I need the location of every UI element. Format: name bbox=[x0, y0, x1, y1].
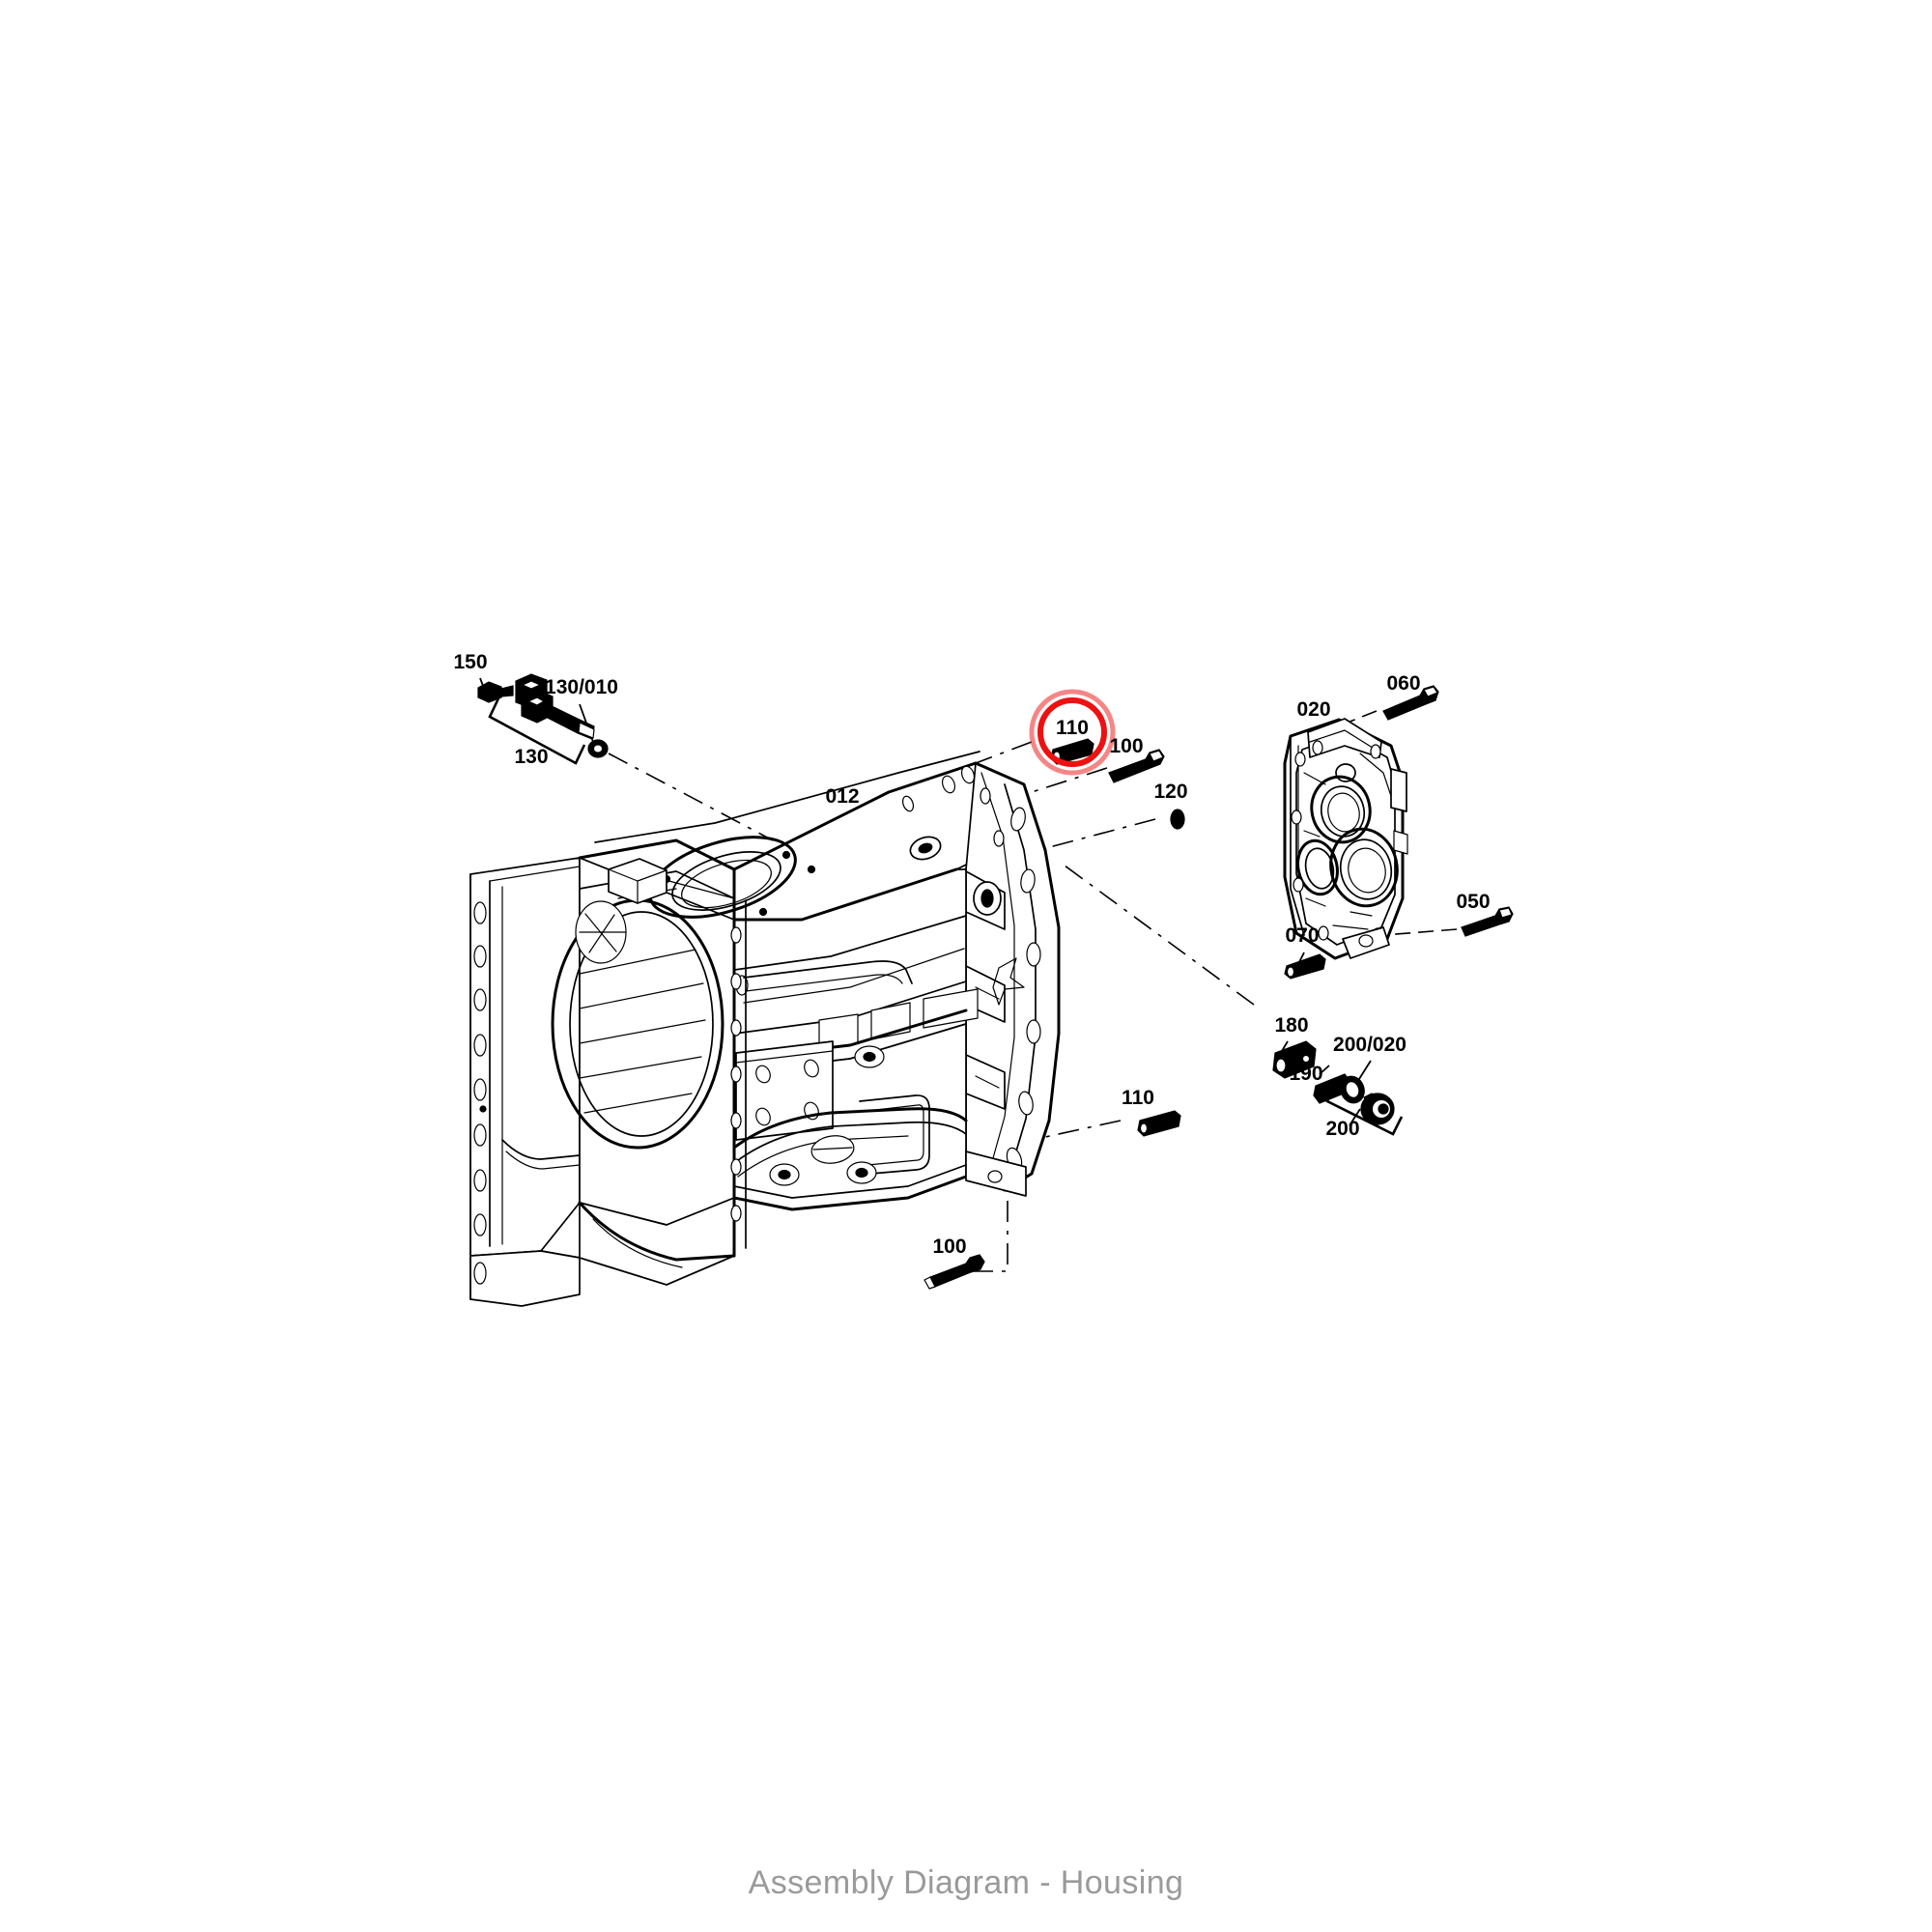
leader-150-tick bbox=[479, 677, 484, 687]
part-060-hex-bolt bbox=[1382, 685, 1439, 721]
leader-200-tick bbox=[1349, 1108, 1361, 1126]
housing-lower-left bbox=[469, 1139, 736, 1307]
housing-center-rib bbox=[730, 867, 747, 1258]
callout-label-180: 180 bbox=[1274, 1014, 1308, 1037]
callout-label-120: 120 bbox=[1153, 781, 1187, 803]
part-100-hex-bolt-bottom bbox=[923, 1254, 985, 1290]
callout-label-110-top: 110 bbox=[1056, 717, 1089, 739]
part-110-dowel-pin-bottom bbox=[1137, 1110, 1181, 1137]
leader-110-top bbox=[975, 741, 1033, 764]
part-100-hex-bolt-top bbox=[1108, 749, 1165, 783]
leader-190-tick bbox=[1319, 1065, 1330, 1075]
callout-label-130-010: 130/010 bbox=[545, 676, 618, 698]
highlight-ring-110 bbox=[1029, 689, 1116, 776]
part-130-breather-valve bbox=[515, 673, 595, 740]
leader-130 bbox=[608, 753, 774, 841]
callout-label-200-020: 200/020 bbox=[1333, 1034, 1406, 1056]
leader-180-tick bbox=[1281, 1040, 1289, 1052]
leader-110-bottom bbox=[1044, 1120, 1122, 1138]
callout-label-012: 012 bbox=[825, 785, 859, 808]
part-020-cover-plate bbox=[1283, 718, 1408, 960]
part-130-010-seal-ring bbox=[587, 739, 609, 758]
part-050-hex-bolt bbox=[1461, 906, 1514, 937]
callout-label-150: 150 bbox=[453, 651, 487, 673]
callout-label-190: 190 bbox=[1289, 1063, 1322, 1085]
housing-lower-plate bbox=[732, 1023, 1027, 1211]
part-200-sensor bbox=[1360, 1093, 1395, 1125]
part-012-housing-main bbox=[469, 751, 1061, 1307]
leader-200-020-tick bbox=[1358, 1060, 1372, 1080]
callout-label-200: 200 bbox=[1325, 1118, 1359, 1140]
housing-right-wall bbox=[965, 761, 1061, 1192]
part-070-dowel-pin bbox=[1284, 953, 1326, 980]
bracket-130 bbox=[488, 697, 586, 765]
callout-label-110-bot: 110 bbox=[1122, 1087, 1154, 1109]
leader-020-to-housing bbox=[1060, 862, 1255, 1006]
leader-060 bbox=[1324, 710, 1378, 732]
housing-top-right-bosses bbox=[901, 765, 1005, 916]
leader-070-tick bbox=[1298, 952, 1305, 963]
part-180-sleeve bbox=[1272, 1040, 1317, 1079]
callout-label-070: 070 bbox=[1285, 924, 1319, 947]
callout-label-100-top: 100 bbox=[1109, 735, 1143, 757]
part-200-020-o-ring bbox=[1340, 1075, 1365, 1104]
callout-label-050: 050 bbox=[1456, 891, 1490, 913]
callout-label-020: 020 bbox=[1296, 698, 1330, 721]
callout-label-060: 060 bbox=[1386, 672, 1420, 695]
part-120-ball-plug bbox=[1170, 809, 1185, 830]
diagram-caption: Assembly Diagram - Housing bbox=[748, 1864, 1184, 1901]
leader-100-bottom bbox=[972, 1181, 1027, 1272]
part-150-plug bbox=[477, 681, 514, 703]
callout-label-100-bot: 100 bbox=[932, 1236, 966, 1258]
callout-labels: 150 130/010 130 012 110 100 120 020 060 … bbox=[453, 651, 1490, 1258]
leader-050 bbox=[1382, 928, 1458, 936]
callout-label-130: 130 bbox=[514, 746, 548, 768]
